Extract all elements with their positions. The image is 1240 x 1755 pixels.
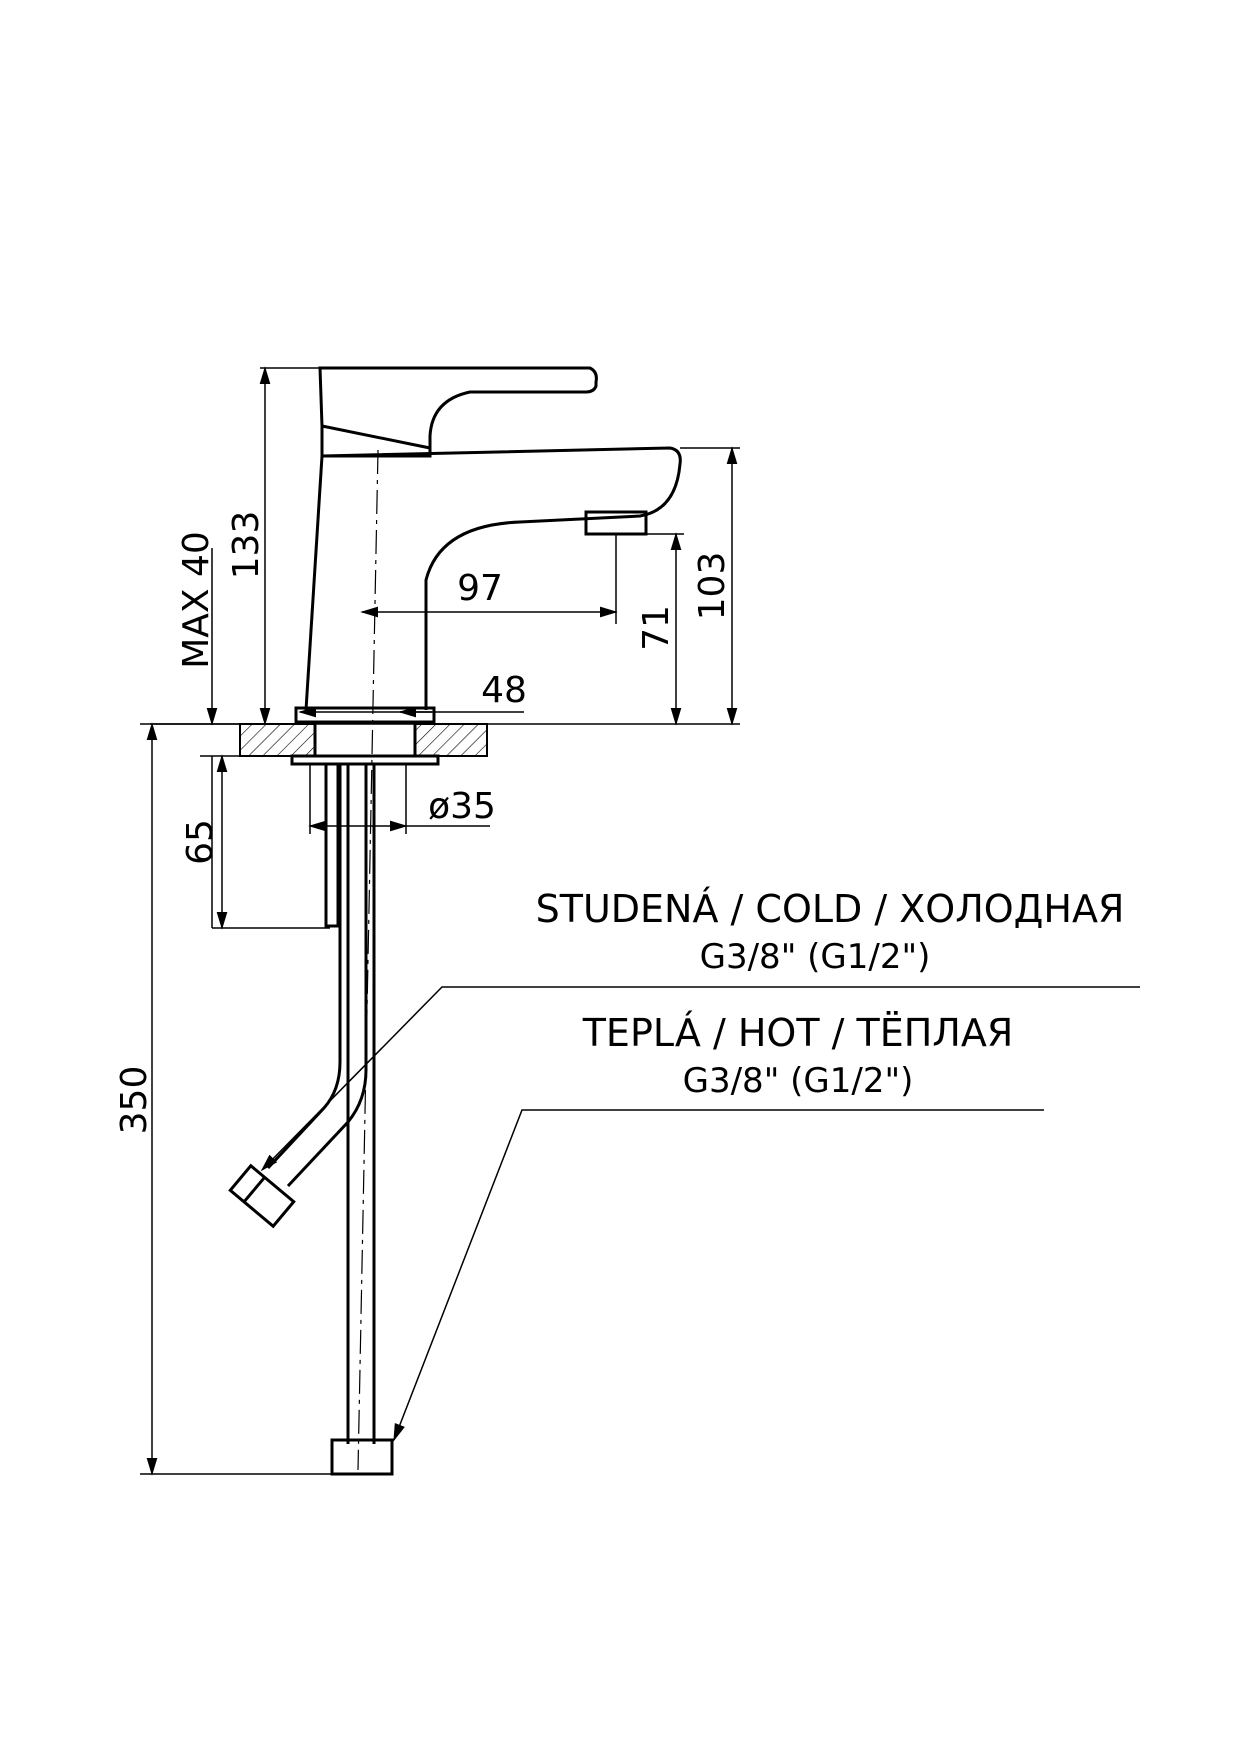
handle-lever (318, 366, 598, 450)
hot-hose-fitting (330, 1438, 394, 1476)
cold-leader-line (260, 986, 1140, 1172)
center-axis (357, 449, 379, 1471)
dim-spout-reach: 97 (457, 568, 503, 609)
countertop-section (150, 720, 740, 766)
hot-hose (346, 764, 376, 1444)
countertop-right (414, 723, 488, 757)
dim-shank-length: 65 (180, 819, 221, 865)
cold-label: STUDENÁ / COLD / ХОЛОДНАЯ (536, 887, 1125, 931)
hot-label: TEPLÁ / HOT / TЁПЛАЯ (582, 1011, 1014, 1055)
dim-base-width: 48 (481, 670, 527, 711)
dim-total-height: 133 (226, 511, 267, 580)
mounting-nut (313, 720, 417, 758)
hot-thread-label: G3/8" (G1/2") (683, 1061, 914, 1101)
faucet-body (294, 366, 682, 1471)
hot-label-group: TEPLÁ / HOT / TЁПЛАЯ G3/8" (G1/2") (393, 1011, 1044, 1442)
cold-hose-fitting (228, 1163, 296, 1229)
dim-hose-length: 350 (114, 1066, 155, 1135)
base-collar (294, 706, 436, 724)
cold-thread-label: G3/8" (G1/2") (700, 937, 931, 977)
dim-spout-height: 103 (692, 552, 733, 621)
countertop-left (239, 723, 316, 757)
washer (290, 754, 440, 766)
spout (321, 446, 682, 710)
dim-max-thickness: MAX 40 (176, 531, 217, 669)
hot-leader-line (393, 1109, 1044, 1442)
cold-label-group: STUDENÁ / COLD / ХОЛОДНАЯ G3/8" (G1/2") (260, 887, 1140, 1172)
body-back (304, 455, 324, 711)
cold-hose (266, 764, 368, 1188)
dim-outlet-height: 71 (636, 605, 677, 651)
dimensions: 133 MAX 40 65 350 103 71 97 48 (114, 366, 740, 1476)
dim-hole-diameter: ø35 (428, 786, 496, 827)
threaded-shank (324, 762, 340, 928)
hoses (228, 762, 394, 1476)
